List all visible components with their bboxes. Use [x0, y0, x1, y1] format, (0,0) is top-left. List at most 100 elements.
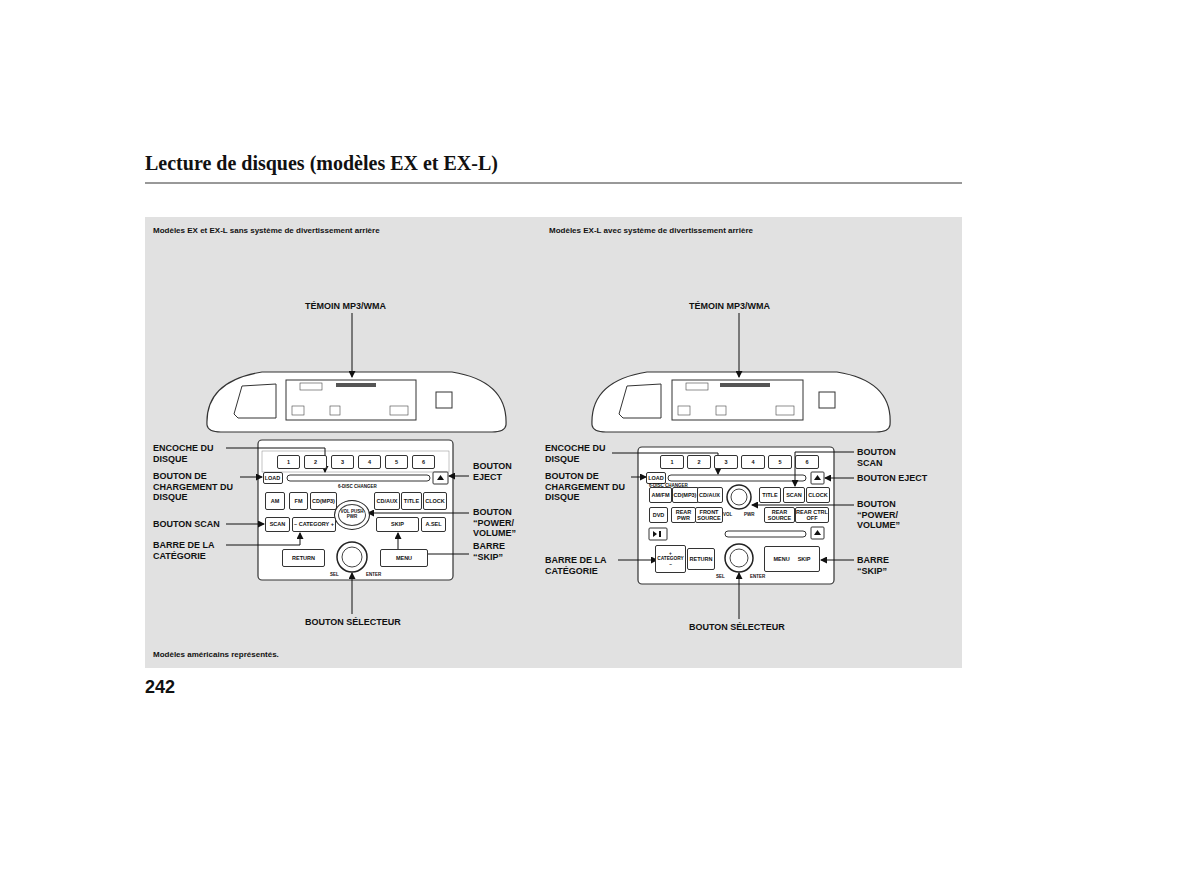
drawing-stroke — [337, 542, 367, 572]
callout-label: BARRE DE LA CATÉGORIE — [153, 540, 228, 561]
callout-label: BOUTON SÉLECTEUR — [305, 617, 445, 628]
button-label: – CATEGORY + — [294, 521, 334, 527]
radio-button: FM — [289, 492, 308, 510]
radio-button: A.SEL — [421, 517, 446, 532]
button-label: REAR PWR — [672, 509, 695, 521]
drawing-stroke — [725, 544, 753, 572]
callout-label: BARRE DE LA CATÉGORIE — [545, 555, 620, 576]
drawing-stroke — [352, 573, 353, 614]
drawing-stroke — [720, 383, 770, 387]
radio-button: SKIP — [376, 517, 419, 532]
drawing-stroke — [258, 440, 453, 580]
radio-button: CD(MP3) — [310, 492, 337, 510]
callout-label: BOUTON “POWER/ VOLUME” — [857, 499, 909, 531]
button-label: VOL PUSH PWR — [335, 510, 369, 520]
radio-button: 5 — [768, 455, 792, 469]
caption-note: Modèles américains représentés. — [153, 650, 279, 659]
callout-label: BOUTON SÉLECTEUR — [689, 622, 829, 633]
drawing-stroke — [819, 392, 835, 408]
radio-button: 1 — [660, 455, 684, 469]
drawing-stroke — [368, 513, 469, 514]
radio-button: RETURN — [687, 548, 715, 570]
drawing-stroke — [739, 313, 740, 377]
drawing-stroke — [821, 560, 854, 561]
drawing-stroke — [686, 383, 708, 390]
drawing-stroke — [240, 477, 262, 478]
panel-marking: SEL — [330, 572, 350, 577]
drawing-stroke — [207, 372, 506, 580]
radio-button: TITLE — [401, 492, 422, 510]
button-label: CD(MP3) — [312, 498, 335, 504]
drawing-stroke — [731, 489, 747, 505]
radio-button: 3 — [331, 455, 354, 469]
button-label: MENU — [396, 555, 412, 561]
callout-label: BOUTON EJECT — [473, 461, 518, 482]
radio-button: 2 — [304, 455, 327, 469]
button-label: TITLE — [762, 492, 777, 498]
radio-button: DVD — [649, 507, 668, 523]
radio-button: + CATEGORY – — [655, 545, 686, 573]
model-panel: Modèles EX-L avec système de divertissem… — [545, 217, 962, 668]
drawing-stroke — [300, 383, 322, 390]
drawing-stroke — [145, 217, 962, 668]
radio-button: RETURN — [282, 549, 325, 567]
drawing-stroke — [286, 380, 416, 420]
drawing-stroke — [336, 383, 376, 387]
button-label: 5 — [395, 459, 398, 465]
button-label: CD/AUX — [376, 498, 397, 504]
radio-button: LOAD — [263, 472, 283, 484]
callout-label: BARRE “SKIP” — [473, 541, 518, 562]
callout-label: TÉMOIN MP3/WMA — [305, 301, 445, 312]
drawing-stroke — [619, 384, 661, 418]
drawing-stroke — [730, 549, 748, 567]
drawing-stroke — [649, 528, 667, 540]
button-label: CD/AUX — [699, 492, 720, 498]
button-label: SKIP — [391, 521, 404, 527]
radio-button: MENU — [380, 549, 428, 567]
drawing-stroke — [825, 478, 854, 479]
radio-button: 4 — [358, 455, 381, 469]
callout-label: BOUTON EJECT — [857, 473, 947, 484]
drawing-stroke — [292, 406, 304, 415]
radio-button: TITLE — [759, 487, 781, 503]
drawing-stroke — [725, 531, 806, 537]
drawing-stroke — [342, 547, 362, 567]
radio-button: SCAN — [783, 487, 805, 503]
panel-marking: SEL — [716, 574, 730, 579]
button-label: 5 — [778, 459, 781, 465]
radio-button: REAR SOURCE — [764, 507, 795, 523]
button-label: DVD — [653, 512, 665, 518]
button-label: AM — [271, 498, 280, 504]
callout-label: ENCOCHE DU DISQUE — [153, 443, 228, 464]
button-label: RETURN — [292, 555, 315, 561]
radio-button: AM — [265, 492, 285, 510]
radio-button: REAR CTRL OFF — [795, 507, 829, 523]
radio-button: CLOCK — [806, 487, 830, 503]
drawing-stroke — [752, 505, 854, 506]
page-number: 242 — [145, 677, 205, 697]
drawing-stroke — [390, 406, 408, 415]
radio-button: SCAN — [265, 517, 290, 532]
callout-label: TÉMOIN MP3/WMA — [689, 301, 829, 312]
callout-label: BARRE “SKIP” — [857, 555, 902, 576]
drawing-stroke — [618, 560, 657, 561]
drawing-stroke — [612, 453, 718, 474]
drawing-stroke — [811, 527, 824, 539]
drawing-stroke — [352, 313, 353, 377]
button-label: REAR SOURCE — [765, 509, 794, 521]
drawing-stroke — [433, 472, 448, 484]
button-label: REAR CTRL OFF — [796, 509, 828, 521]
button-label: 3 — [724, 459, 727, 465]
drawing-stroke — [727, 485, 751, 509]
panel-heading: Modèles EX-L avec système de divertissem… — [549, 226, 753, 235]
panel-marking: 6-DISC CHANGER — [649, 483, 709, 488]
radio-button: CD/AUX — [697, 487, 723, 503]
drawing-stroke — [811, 472, 824, 484]
button-label: 6 — [422, 459, 425, 465]
button-label: 2 — [314, 459, 317, 465]
radio-button: – CATEGORY + — [292, 517, 336, 532]
button-label: 4 — [368, 459, 371, 465]
drawing-stroke — [814, 475, 821, 480]
button-label: AM/FM — [651, 492, 669, 498]
button-label: 1 — [670, 459, 673, 465]
